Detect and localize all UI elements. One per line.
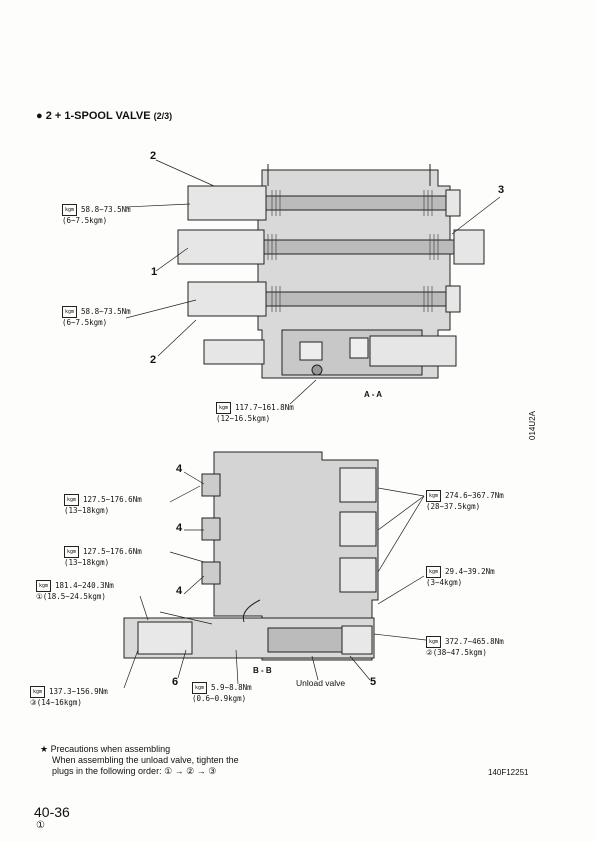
callout-2-bottom: 2 <box>150 354 157 366</box>
page-revision: ① <box>36 820 45 831</box>
torque-wrench-icon: kgm <box>192 682 208 694</box>
spool-aa-2 <box>177 229 485 265</box>
torque-wrench-icon: kgm <box>426 490 442 502</box>
precautions-line-1: When assembling the unload valve, tighte… <box>52 755 239 765</box>
callout-4-a: 4 <box>176 463 183 475</box>
figure-code: 140F12251 <box>488 768 529 777</box>
callout-2-top: 2 <box>150 150 157 162</box>
title-suffix: (2/3) <box>153 111 173 121</box>
torque-wrench-icon: kgm <box>426 566 442 578</box>
precautions-title: Precautions when assembling <box>50 744 171 754</box>
unload-valve-label: Unload valve <box>296 678 346 688</box>
star-icon: ★ <box>40 744 49 754</box>
page-number: 40-36 <box>34 804 70 820</box>
callout-1: 1 <box>151 266 158 278</box>
torque-wrench-icon: kgm <box>62 306 78 318</box>
plug-bb-1 <box>201 467 377 503</box>
plug-bb-3 <box>201 557 377 593</box>
torque-wrench-icon: kgm <box>36 580 52 592</box>
callout-3: 3 <box>498 184 505 196</box>
section-aa-label: A - A <box>364 390 383 399</box>
torque-wrench-icon: kgm <box>30 686 46 698</box>
torque-wrench-icon: kgm <box>216 402 232 414</box>
plug-bb-2 <box>201 511 377 547</box>
spool-aa-3 <box>187 281 461 317</box>
callout-4-c: 4 <box>176 585 183 597</box>
torque-wrench-icon: kgm <box>426 636 442 648</box>
callout-6: 6 <box>172 676 179 688</box>
callout-4-b: 4 <box>176 522 183 534</box>
bullet-icon: ● <box>36 110 43 122</box>
relief-valve-aa <box>203 335 457 367</box>
torque-wrench-icon: kgm <box>64 494 80 506</box>
torque-wrench-icon: kgm <box>64 546 80 558</box>
page-title: ● 2 + 1-SPOOL VALVE (2/3) <box>36 110 173 122</box>
torque-wrench-icon: kgm <box>62 204 78 216</box>
section-bb-label: B - B <box>253 666 272 675</box>
precautions-block: ★ Precautions when assembling When assem… <box>40 744 239 777</box>
section-bb-body <box>123 451 379 661</box>
precautions-line-2: plugs in the following order: ① → ② → ③ <box>52 766 217 776</box>
section-aa-body <box>257 169 451 379</box>
spool-aa-1 <box>187 185 461 221</box>
side-code: 014U2A <box>528 411 537 440</box>
callout-5: 5 <box>370 676 377 688</box>
